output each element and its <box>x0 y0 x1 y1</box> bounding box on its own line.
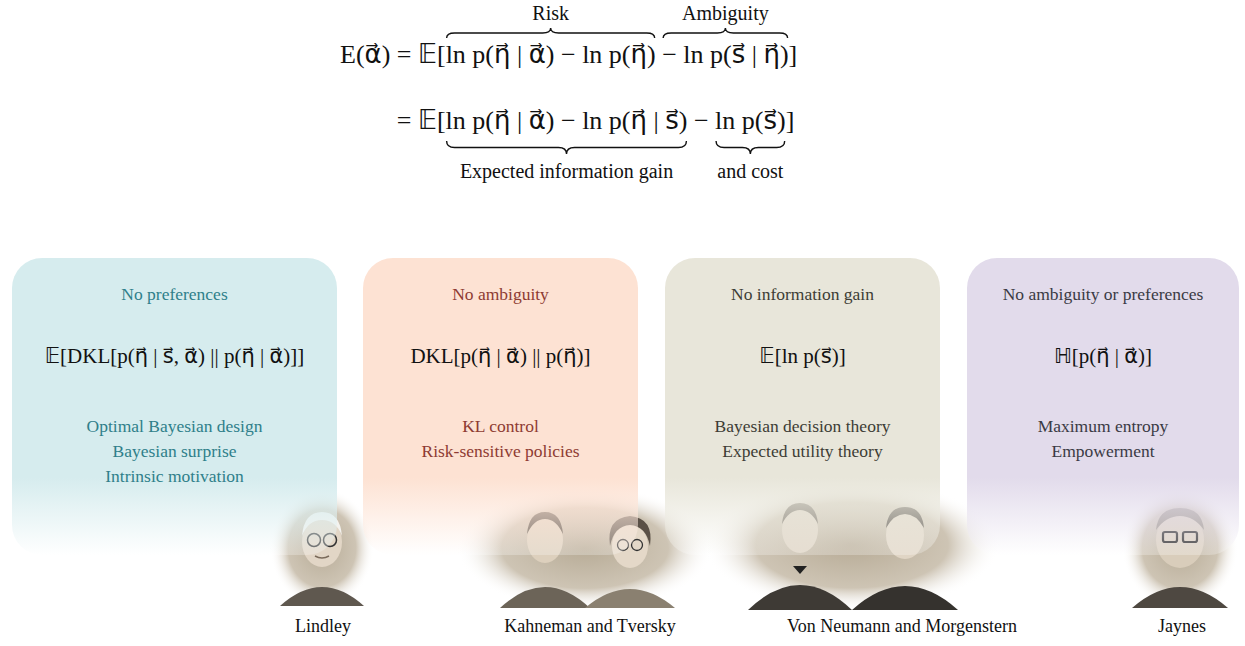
concept-box: No ambiguityDKL[p(η⃗ | α⃗) || p(η⃗)] KL c… <box>363 258 638 555</box>
equation: E(α⃗) = 𝔼[ln p(η⃗ | α⃗) − ln p(η⃗) − ln … <box>340 40 797 70</box>
concept-box: No preferences𝔼[DKL[p(η⃗ | s⃗, α⃗) || p(… <box>12 258 337 555</box>
application-label: Expected utility theory <box>722 441 882 462</box>
brace-label: Risk <box>532 2 569 25</box>
shoulders <box>500 587 590 608</box>
brace <box>663 28 787 38</box>
application-label: Optimal Bayesian design <box>87 416 263 437</box>
equation: = 𝔼[ln p(η⃗ | α⃗) − ln p(η⃗ | s⃗) − ln p… <box>397 106 795 136</box>
formula: 𝔼[DKL[p(η⃗ | s⃗, α⃗) || p(η⃗ | α⃗)]] <box>45 344 305 369</box>
shoulders <box>585 589 675 608</box>
suit <box>852 586 958 610</box>
application-label: Empowerment <box>1051 441 1154 462</box>
shoulders <box>1132 587 1228 608</box>
application-label: KL control <box>462 416 539 437</box>
application-label: Risk-sensitive policies <box>422 441 580 462</box>
concept-box: No information gain𝔼[ln p(s⃗)] Bayesian d… <box>665 258 940 555</box>
brace-label: and cost <box>717 160 783 183</box>
brace-label: Ambiguity <box>682 2 769 25</box>
person-name: Jaynes <box>1158 616 1206 637</box>
bow-tie <box>793 566 807 574</box>
brace <box>716 141 785 154</box>
brace <box>447 28 655 38</box>
person-name: Lindley <box>295 616 351 637</box>
box-heading: No ambiguity or preferences <box>1003 284 1204 305</box>
shoulders <box>280 587 364 606</box>
formula: 𝔼[ln p(s⃗)] <box>759 344 845 369</box>
suit <box>748 585 852 610</box>
box-heading: No ambiguity <box>452 284 549 305</box>
person-name: Von Neumann and Morgenstern <box>787 616 1017 637</box>
application-label: Maximum entropy <box>1038 416 1169 437</box>
application-label: Intrinsic motivation <box>105 466 244 487</box>
formula: ℍ[p(η⃗ | α⃗)] <box>1054 344 1152 369</box>
box-heading: No information gain <box>731 284 874 305</box>
brace-label: Expected information gain <box>460 160 673 183</box>
brace <box>447 141 687 154</box>
concept-box: No ambiguity or preferencesℍ[p(η⃗ | α⃗)]… <box>967 258 1239 555</box>
application-label: Bayesian surprise <box>113 441 237 462</box>
application-label: Bayesian decision theory <box>715 416 891 437</box>
person-name: Kahneman and Tversky <box>504 616 676 637</box>
box-heading: No preferences <box>121 284 227 305</box>
formula: DKL[p(η⃗ | α⃗) || p(η⃗)] <box>410 344 590 369</box>
mouth <box>315 556 329 558</box>
